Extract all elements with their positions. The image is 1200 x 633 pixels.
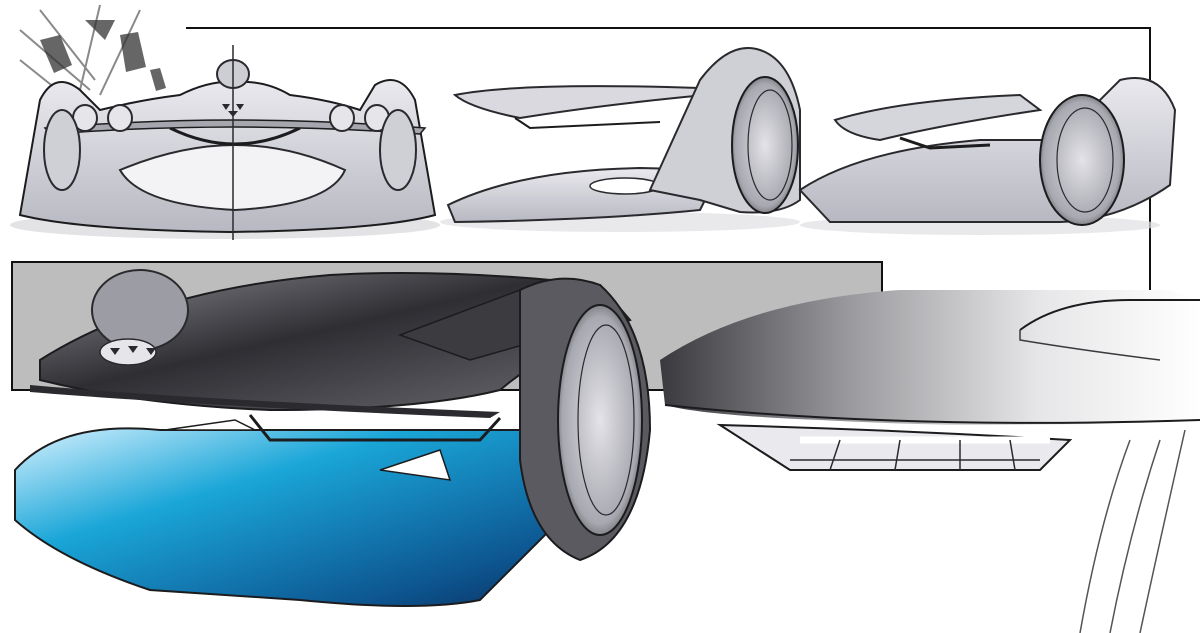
side-view-upper xyxy=(440,47,801,232)
detail-front-render xyxy=(11,261,883,607)
detail-side-render xyxy=(660,290,1200,633)
three-quarter-view xyxy=(798,77,1177,235)
front-view xyxy=(10,4,440,240)
